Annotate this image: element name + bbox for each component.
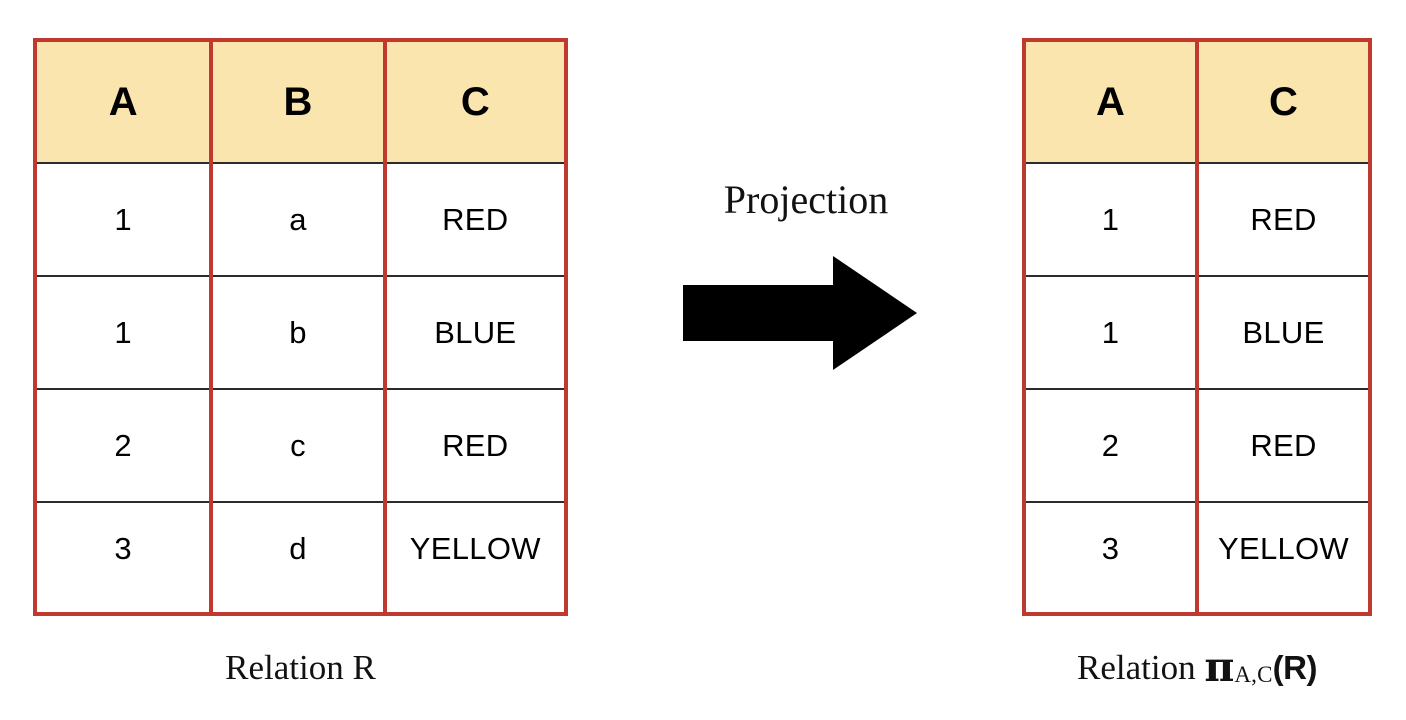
cell-a: 3 bbox=[1022, 501, 1199, 614]
result-relation-caption: Relation πA,C(R) bbox=[1000, 647, 1394, 688]
cell-c: YELLOW bbox=[1195, 501, 1372, 614]
column-header-a: A bbox=[32, 40, 214, 164]
table-row: 3 YELLOW bbox=[1022, 501, 1372, 614]
cell-c-text: YELLOW bbox=[409, 531, 541, 566]
pi-subscript: A,C bbox=[1234, 662, 1273, 687]
pi-argument: (R) bbox=[1272, 649, 1318, 686]
result-relation-table: A C 1 RED 1 BLUE 2 RED 3 YELLOW bbox=[1022, 38, 1372, 616]
pi-operator-symbol: π bbox=[1204, 643, 1235, 691]
table-row: 2 RED bbox=[1022, 388, 1372, 503]
arrow-right-icon bbox=[683, 256, 917, 370]
cell-c: YELLOW bbox=[382, 501, 569, 614]
cell-a: 3 bbox=[32, 501, 214, 614]
caption-prefix: Relation bbox=[1077, 648, 1196, 687]
cell-c: RED bbox=[1195, 162, 1372, 277]
column-header-c: C bbox=[382, 40, 569, 164]
cell-a: 1 bbox=[32, 275, 214, 390]
cell-c-text: YELLOW bbox=[1217, 531, 1349, 566]
table-row: 2 c RED bbox=[32, 388, 569, 503]
cell-c: BLUE bbox=[382, 275, 569, 390]
cell-c: BLUE bbox=[1195, 275, 1372, 390]
table-header-row: A C bbox=[1022, 40, 1372, 164]
table-row: 1 BLUE bbox=[1022, 275, 1372, 390]
cell-c: RED bbox=[382, 388, 569, 503]
table-row: 1 a RED bbox=[32, 162, 569, 277]
relation-r-table: A B C 1 a RED 1 b BLUE 2 c RED 3 d YELLO… bbox=[32, 38, 569, 616]
column-header-a: A bbox=[1022, 40, 1199, 164]
cell-a-text: 3 bbox=[114, 531, 132, 566]
column-header-b: B bbox=[209, 40, 387, 164]
relation-projection-table: A C 1 RED 1 BLUE 2 RED 3 YELLOW bbox=[1022, 38, 1372, 616]
cell-c: RED bbox=[382, 162, 569, 277]
cell-a: 2 bbox=[32, 388, 214, 503]
cell-b: b bbox=[209, 275, 387, 390]
table-row: 1 b BLUE bbox=[32, 275, 569, 390]
cell-a: 1 bbox=[1022, 275, 1199, 390]
projection-label: Projection bbox=[723, 177, 889, 222]
cell-b: a bbox=[209, 162, 387, 277]
source-relation-caption: Relation R bbox=[225, 648, 376, 687]
cell-a-text: 3 bbox=[1101, 531, 1120, 566]
source-relation-table: A B C 1 a RED 1 b BLUE 2 c RED 3 d YELLO… bbox=[32, 38, 569, 616]
table-row: 3 d YELLOW bbox=[32, 501, 569, 614]
table-row: 1 RED bbox=[1022, 162, 1372, 277]
cell-c: RED bbox=[1195, 388, 1372, 503]
cell-a: 1 bbox=[32, 162, 214, 277]
cell-b: d bbox=[209, 501, 387, 614]
cell-a: 2 bbox=[1022, 388, 1199, 503]
table-header-row: A B C bbox=[32, 40, 569, 164]
column-header-c: C bbox=[1195, 40, 1372, 164]
cell-b-text: d bbox=[289, 531, 307, 566]
cell-a: 1 bbox=[1022, 162, 1199, 277]
cell-b: c bbox=[209, 388, 387, 503]
